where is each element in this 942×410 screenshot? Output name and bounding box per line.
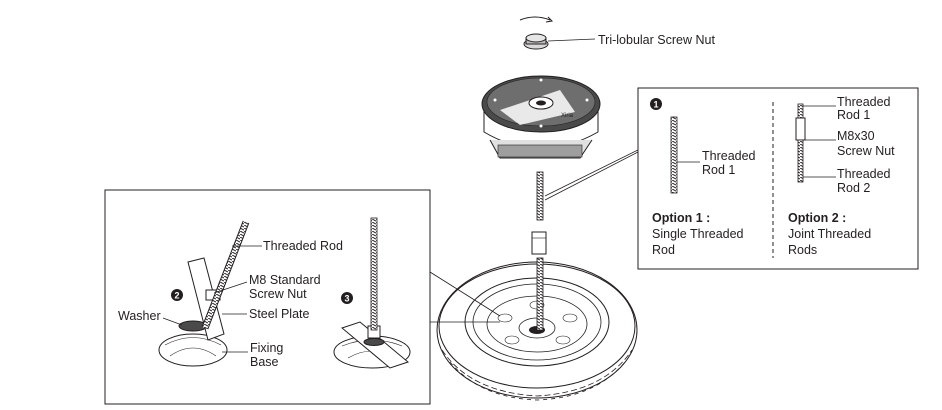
rotation-arrow-icon <box>519 16 554 23</box>
option2-nut-label-line2: Screw Nut <box>837 144 895 158</box>
option2-desc-line2: Rods <box>788 243 817 257</box>
washer-label: Washer <box>118 309 161 323</box>
option2-rod2-label-line2: Rod 2 <box>837 181 870 195</box>
fixing-base-label-line2: Base <box>250 355 279 369</box>
steel-plate-label: Steel Plate <box>249 307 310 321</box>
step2-badge <box>171 289 183 301</box>
option1-threaded-rod <box>670 116 678 194</box>
option2-rod1-label-line2: Rod 1 <box>837 108 870 122</box>
svg-text:2: 2 <box>174 291 179 301</box>
svg-text:3: 3 <box>344 294 349 304</box>
device-brand-text: Xiria <box>561 113 574 119</box>
tri-lobular-nut-icon <box>523 33 549 50</box>
options-box <box>637 87 919 270</box>
option1-desc-line1: Single Threaded <box>652 227 744 241</box>
option1-desc-line2: Rod <box>652 243 675 257</box>
tri-lobular-screw-nut-label: Tri-lobular Screw Nut <box>598 33 715 47</box>
option2-rod1-label-line1: Threaded <box>837 95 891 109</box>
option1-rod-label-line2: Rod 1 <box>702 163 735 177</box>
connector-nut-icon <box>531 231 547 255</box>
step3-assembly <box>333 217 411 369</box>
threaded-rod-upper <box>536 171 544 221</box>
threaded-rod-label: Threaded Rod <box>263 239 343 253</box>
threaded-rod-in-tire <box>536 257 544 331</box>
option2-desc-line1: Joint Threaded <box>788 227 871 241</box>
option1-rod-label-line1: Threaded <box>702 149 756 163</box>
m8-nut-label-line2: Screw Nut <box>249 287 307 301</box>
option2-joint-rods <box>795 103 806 183</box>
svg-text:1: 1 <box>653 100 658 110</box>
m8-nut-label-line1: M8 Standard <box>249 273 321 287</box>
option1-title: Option 1 : <box>652 211 710 225</box>
option2-nut-label-line1: M8x30 <box>837 129 875 143</box>
option2-title: Option 2 : <box>788 211 846 225</box>
option1-number-badge <box>650 98 662 110</box>
step2-assembly <box>158 220 250 367</box>
device-unit: Xiria <box>481 75 601 159</box>
option2-rod2-label-line1: Threaded <box>837 167 891 181</box>
step3-badge <box>341 292 353 304</box>
fixing-base-label-line1: Fixing <box>250 341 283 355</box>
